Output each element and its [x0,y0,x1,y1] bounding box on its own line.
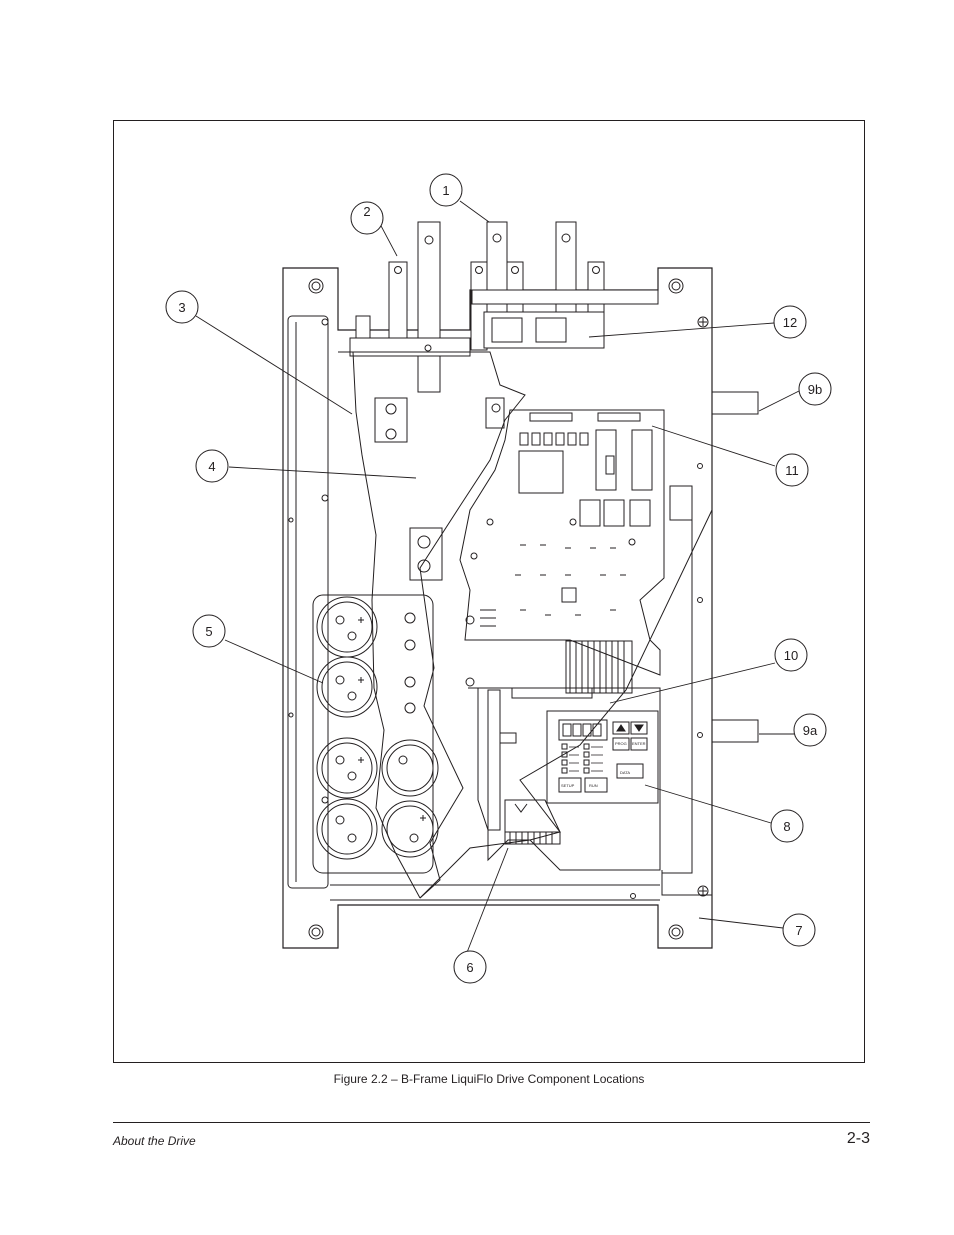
callout-3: 3 [178,300,185,315]
drive-chassis [282,267,713,949]
bus-bars [349,221,659,393]
dc-bus-capacitors [312,594,475,874]
figure-frame [113,120,865,1063]
callout-12: 12 [783,315,797,330]
keypad-label-enter: ENTER [632,741,646,746]
cutaway-cover-lower [419,509,713,899]
callout-1: 1 [442,183,449,198]
callout-5: 5 [205,624,212,639]
callout-labels: 1 2 3 4 5 6 7 8 9a 9b 10 11 12 [178,183,822,975]
power-interface-board [409,409,693,694]
footer-section-title: About the Drive [113,1134,196,1148]
callout-9a: 9a [803,723,818,738]
callout-9b: 9b [808,382,822,397]
keypad-label-setup: SETUP [561,783,575,788]
page-number: 2-3 [846,1130,870,1147]
callout-2: 2 [363,204,370,219]
side-connectors [711,391,759,743]
figure-caption: Figure 2.2 – B-Frame LiquiFlo Drive Comp… [333,1072,645,1086]
callout-10: 10 [784,648,798,663]
keypad-display-module [546,710,659,804]
callout-circles [165,173,832,984]
callout-4: 4 [208,459,215,474]
regulator-board [468,687,661,871]
callout-6: 6 [466,960,473,975]
cutaway-cover [338,351,526,899]
keypad-label-prog: PROG [615,741,627,746]
keypad-label-data: DATA [620,770,630,775]
keypad-label-run: RUN [589,783,598,788]
callout-leader-lines [195,200,800,956]
callout-11: 11 [785,463,799,478]
callout-7: 7 [795,923,802,938]
keypad-button-labels: PROG ENTER DATA SETUP RUN [561,741,646,788]
callout-8: 8 [783,819,790,834]
footer-rule [113,1122,870,1123]
